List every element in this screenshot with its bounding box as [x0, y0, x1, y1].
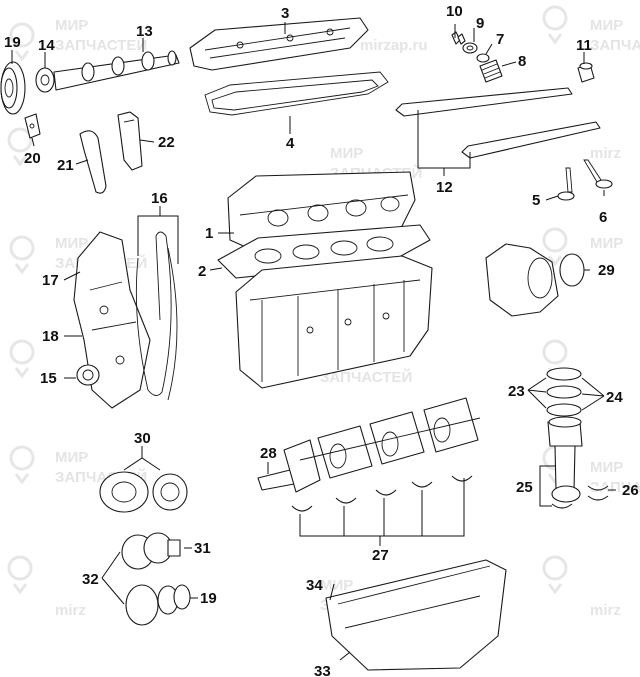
part-water-pump-pulley — [121, 532, 181, 570]
watermark-text: mirz — [55, 602, 86, 619]
part-valve-keepers — [451, 31, 466, 45]
callout-7: 7 — [496, 31, 504, 48]
part-valve-seal — [476, 53, 490, 63]
callout-21: 21 — [57, 157, 74, 174]
part-connecting-rod — [551, 445, 581, 503]
watermark-text: МИР — [320, 577, 353, 594]
callout-25: 25 — [516, 479, 533, 496]
watermark-logo-icon — [9, 339, 35, 379]
callout-17: 17 — [42, 272, 59, 289]
watermark-text: МИР — [55, 17, 88, 34]
part-valve-cover — [189, 17, 369, 71]
watermark-text: МИР — [55, 235, 88, 252]
part-valve-retainer — [462, 42, 478, 54]
callout-27: 27 — [372, 547, 389, 564]
callout-3: 3 — [281, 5, 289, 22]
callout-4: 4 — [286, 135, 295, 152]
callout-13: 13 — [136, 23, 153, 40]
watermark-text: mirz — [590, 145, 621, 162]
part-main-bearings — [291, 475, 473, 512]
part-engine-mount-right — [152, 473, 188, 511]
callout-19-top: 19 — [4, 34, 21, 51]
callout-23: 23 — [508, 383, 525, 400]
callout-28: 28 — [260, 445, 277, 462]
callout-18: 18 — [42, 328, 59, 345]
callout-34: 34 — [306, 577, 323, 594]
watermark-text: ЗАПЧАСТЕЙ — [320, 368, 412, 386]
part-rod-bearings — [551, 485, 609, 509]
callout-labels: 19 14 13 3 4 10 9 7 8 11 12 5 6 1 2 20 2… — [4, 3, 639, 677]
part-engine-mount-left — [99, 471, 149, 513]
watermark-text: МИР — [330, 145, 363, 162]
part-guide-bracket — [24, 113, 41, 139]
part-tensioner-rail — [117, 111, 143, 171]
part-piston-rings — [546, 367, 582, 417]
callout-12: 12 — [436, 179, 453, 196]
part-rear-seal-housing — [485, 243, 585, 317]
callout-29: 29 — [598, 262, 615, 279]
callout-30: 30 — [134, 430, 151, 447]
part-timing-chain — [135, 231, 178, 401]
callout-22: 22 — [158, 134, 175, 151]
watermark-logo-icon — [542, 555, 568, 595]
part-camshaft — [35, 50, 180, 93]
watermark-logo-icon — [7, 127, 33, 167]
callout-31: 31 — [194, 540, 211, 557]
watermark-logo-icon — [7, 555, 33, 595]
part-front-seal — [76, 364, 100, 386]
callout-19-bottom: 19 — [200, 590, 217, 607]
watermark-text: МИР — [55, 449, 88, 466]
part-hydraulic-lifter — [577, 62, 595, 83]
part-push-rod-upper — [395, 87, 573, 117]
part-crank-pulley-top — [0, 61, 26, 115]
part-head-gasket — [217, 224, 431, 279]
callout-6: 6 — [599, 209, 607, 226]
callout-24: 24 — [606, 389, 623, 406]
watermark-text: ЗАПЧАСТЕЙ — [55, 36, 147, 54]
callout-26: 26 — [622, 482, 639, 499]
watermark-text: ЗАПЧАСТЕЙ — [590, 36, 640, 54]
part-push-rod-lower — [461, 121, 601, 159]
callout-8: 8 — [518, 53, 526, 70]
callout-9: 9 — [476, 15, 484, 32]
callout-32: 32 — [82, 571, 99, 588]
part-piston — [547, 416, 583, 447]
watermark-text: МИР — [590, 459, 623, 476]
part-exhaust-valve — [583, 159, 613, 189]
part-intake-valve — [557, 167, 575, 201]
part-crankshaft — [257, 397, 481, 493]
watermark-logo-icon — [542, 227, 568, 267]
callout-1: 1 — [205, 225, 213, 242]
callout-11: 11 — [576, 37, 592, 54]
callout-15: 15 — [40, 370, 57, 387]
watermark-text: ЗАПЧАСТЕЙ — [590, 478, 640, 496]
watermark-text: mirz — [590, 602, 621, 619]
callout-14: 14 — [38, 37, 55, 54]
callout-33: 33 — [314, 663, 331, 677]
leader-lines — [11, 22, 616, 661]
part-engine-block — [235, 255, 433, 389]
callout-20: 20 — [24, 150, 41, 167]
part-timing-cover — [73, 231, 151, 409]
watermark-text: МИР — [590, 17, 623, 34]
callout-16: 16 — [151, 190, 168, 207]
part-harmonic-balancer — [125, 584, 191, 626]
watermark-logo-icon — [9, 235, 35, 275]
callout-2: 2 — [198, 263, 206, 280]
watermark-logo-icon — [9, 22, 35, 62]
watermark-logo-icon — [542, 5, 568, 45]
part-valve-spring — [479, 59, 503, 83]
part-chain-guide-left — [79, 130, 107, 194]
callout-5: 5 — [532, 192, 540, 209]
watermark-text: МИР — [590, 235, 623, 252]
watermark-logo-icon — [9, 445, 35, 485]
callout-10: 10 — [446, 3, 463, 20]
watermark-text: mirzap.ru — [360, 37, 428, 54]
part-valve-cover-gasket — [204, 71, 389, 116]
part-oil-pan — [325, 559, 507, 671]
